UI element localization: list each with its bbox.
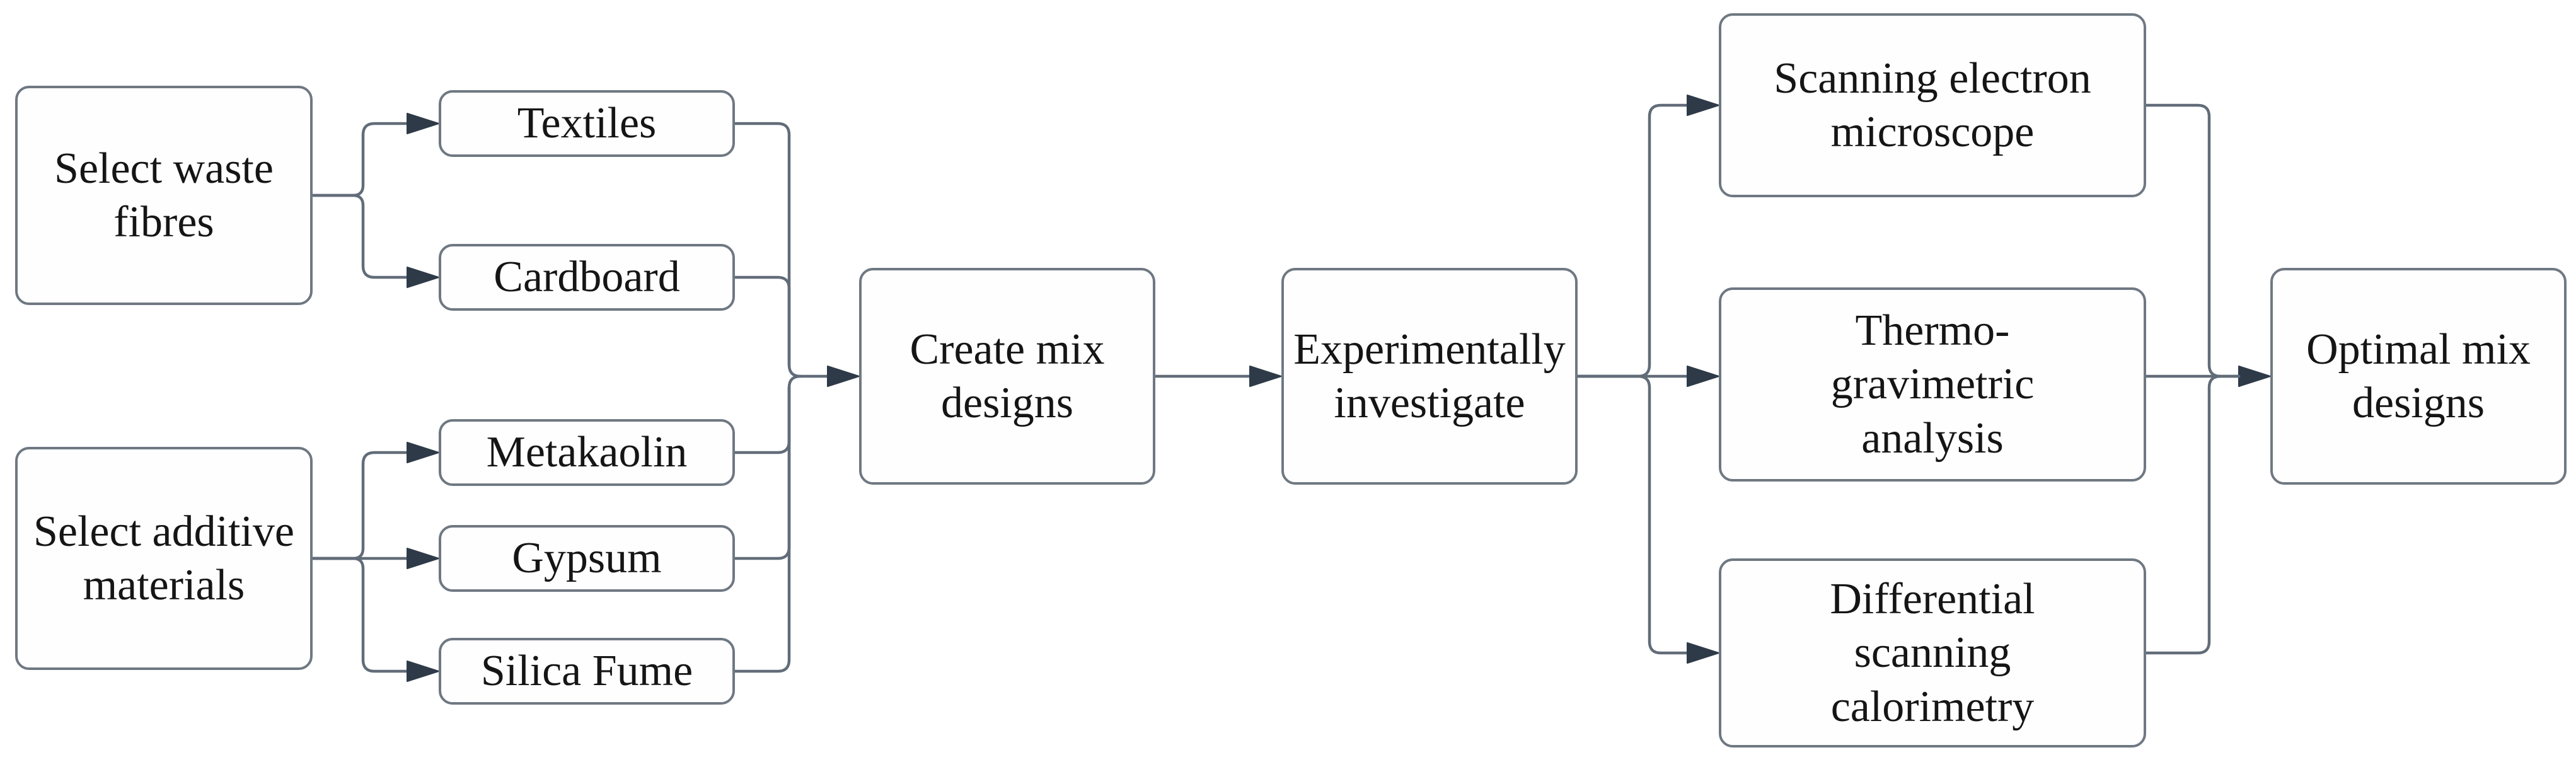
- edge-silica-fume-to-create-mix-designs: [733, 386, 791, 673]
- node-label: Create mix designs: [910, 325, 1105, 427]
- node-label: Differential scanning calorimetry: [1830, 574, 2035, 731]
- edge-cardboard-to-create-mix-designs: [733, 275, 791, 367]
- node-gypsum: Gypsum: [439, 525, 735, 592]
- node-thermo-gravimetric-analysis: Thermo-gravimetric analysis: [1719, 287, 2146, 482]
- node-scanning-electron-microscope: Scanning electron microscope: [1719, 13, 2146, 197]
- edge-select-waste-fibres-to-cardboard: [311, 193, 439, 288]
- edge-experimentally-investigate-to-scanning-electron-microscope: [1576, 95, 1719, 378]
- node-label: Optimal mix designs: [2306, 325, 2531, 427]
- edge-differential-scanning-calorimetry-to-optimal-mix-designs: [2144, 374, 2222, 655]
- edge-metakaolin-to-create-mix-designs: [733, 386, 791, 454]
- edge-experimentally-investigate-to-differential-scanning-calorimetry: [1576, 374, 1719, 664]
- node-create-mix-designs: Create mix designs: [859, 268, 1155, 485]
- edge-select-waste-fibres-to-textiles: [311, 113, 439, 197]
- node-cardboard: Cardboard: [439, 244, 735, 311]
- node-label: Silica Fume: [480, 647, 693, 696]
- edge-select-additive-materials-to-metakaolin: [311, 442, 439, 560]
- node-differential-scanning-calorimetry: Differential scanning calorimetry: [1719, 558, 2146, 748]
- node-label: Cardboard: [494, 253, 680, 302]
- node-select-waste-fibres: Select waste fibres: [15, 86, 313, 305]
- node-label: Thermo-gravimetric analysis: [1830, 306, 2035, 463]
- node-textiles: Textiles: [439, 90, 735, 157]
- edge-select-additive-materials-to-silica-fume: [311, 557, 439, 682]
- node-select-additive-materials: Select additive materials: [15, 447, 313, 670]
- node-experimentally-investigate: Experimentally investigate: [1281, 268, 1578, 485]
- node-metakaolin: Metakaolin: [439, 419, 735, 486]
- node-label: Metakaolin: [486, 428, 688, 477]
- edge-textiles-to-create-mix-designs: [733, 122, 860, 387]
- node-label: Textiles: [517, 99, 657, 148]
- node-label: Select additive materials: [33, 507, 295, 609]
- edge-create-mix-designs-to-experimentally-investigate: [1153, 366, 1282, 387]
- node-label: Select waste fibres: [54, 144, 274, 246]
- edge-scanning-electron-microscope-to-optimal-mix-designs: [2144, 103, 2271, 387]
- node-label: Gypsum: [512, 534, 662, 583]
- node-label: Experimentally investigate: [1293, 325, 1566, 427]
- node-label: Scanning electron microscope: [1774, 54, 2091, 156]
- node-optimal-mix-designs: Optimal mix designs: [2270, 268, 2567, 485]
- node-silica-fume: Silica Fume: [439, 638, 735, 705]
- edge-gypsum-to-create-mix-designs: [733, 374, 802, 560]
